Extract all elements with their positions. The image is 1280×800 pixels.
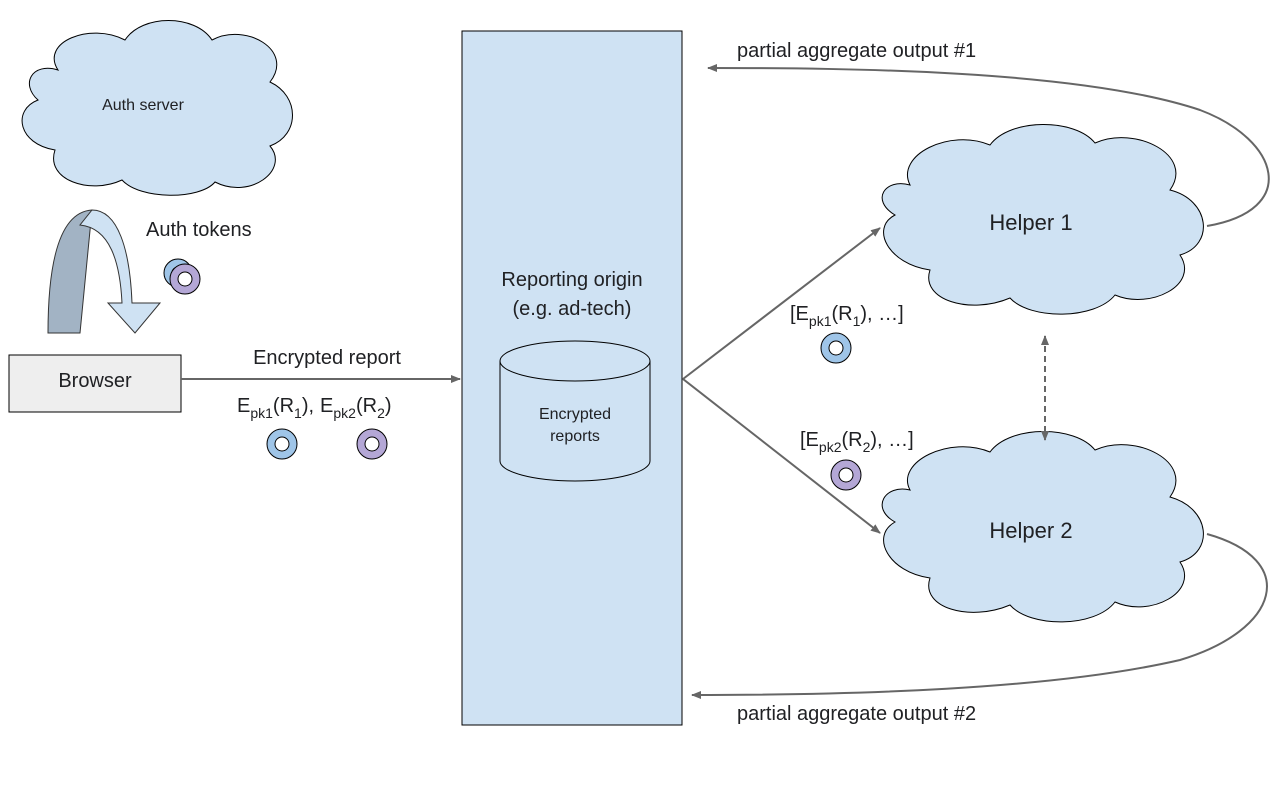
database-label-line2: reports: [550, 428, 600, 445]
batch1-token-blue: [820, 332, 852, 364]
browser-label: Browser: [58, 370, 132, 392]
batch-arrow-helper1: [682, 227, 881, 380]
reporting-origin-title: Reporting origin: [501, 269, 642, 291]
helper2-cloud: Helper 2: [881, 431, 1204, 623]
output1-label: partial aggregate output #1: [737, 40, 976, 62]
helper1-cloud: Helper 1: [881, 124, 1204, 315]
encrypted-report-label: Encrypted report: [253, 347, 401, 369]
output2-label: partial aggregate output #2: [737, 703, 976, 725]
browser-box: Browser: [8, 354, 182, 413]
auth-tokens-label: Auth tokens: [146, 219, 252, 241]
auth-server-cloud: Auth server: [21, 20, 293, 196]
report-token-purple: [356, 428, 388, 460]
helper2-label: Helper 2: [989, 518, 1072, 543]
database-label-line1: Encrypted: [539, 406, 611, 423]
output2-arrow: [691, 533, 1268, 699]
output1-arrow: [707, 64, 1270, 227]
auth-token-purple: [169, 263, 201, 295]
auth-server-label: Auth server: [102, 97, 184, 114]
batch2-token-purple: [830, 459, 862, 491]
encrypted-report-formula: Epk1(R1),Epk2(R2): [237, 395, 392, 421]
batch2-label: [Epk2(R2), …]: [800, 429, 914, 455]
batch-arrow-helper2: [682, 378, 881, 534]
auth-token-curved-arrow: [47, 209, 162, 334]
helper1-label: Helper 1: [989, 210, 1072, 235]
reporting-origin-subtitle: (e.g. ad-tech): [513, 298, 632, 320]
batch1-label: [Epk1(R1), …]: [790, 303, 904, 329]
report-token-blue: [266, 428, 298, 460]
encrypted-reports-database: Encrypted reports: [499, 340, 651, 482]
